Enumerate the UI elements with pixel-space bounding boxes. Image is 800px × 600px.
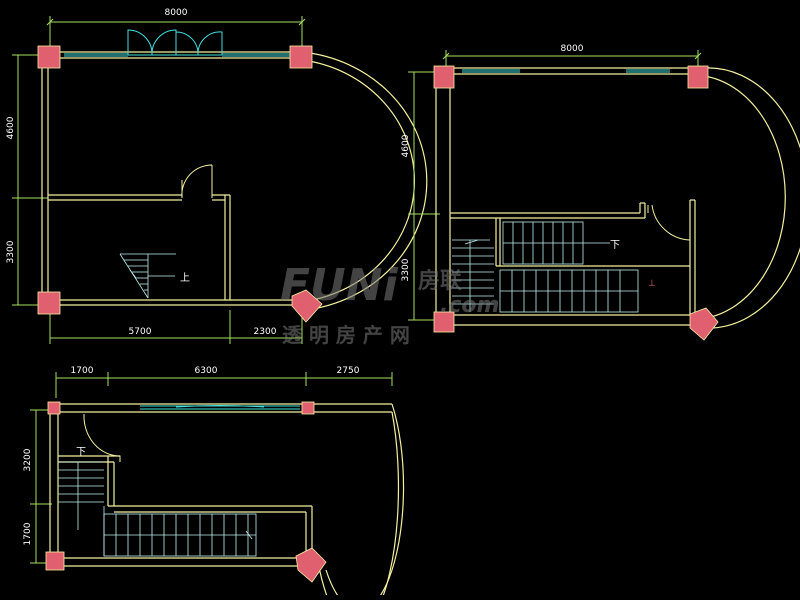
plan2-stair-label: 下 xyxy=(610,240,620,251)
plan3-windows xyxy=(140,405,300,410)
plan2-walls xyxy=(435,67,800,329)
plan-top-right: 8000 4600 3300 xyxy=(401,44,800,341)
watermark: FUNi 房联 .com 透 明 房 产 网 xyxy=(280,260,499,347)
plan3-dim-top-c: 2750 xyxy=(337,366,360,376)
plan-top-left: 8000 4600 3300 5700 2300 xyxy=(6,8,428,344)
plan3-walls xyxy=(49,403,405,600)
plan2-dim-left-lower: 3300 xyxy=(401,258,411,281)
column xyxy=(45,551,65,571)
column xyxy=(47,401,61,415)
plan2-stair-label-small: ⊥ xyxy=(648,279,656,289)
plan3-dim-left-upper: 3200 xyxy=(23,448,33,471)
plan1-dimension-lines xyxy=(12,16,306,344)
column xyxy=(289,45,313,69)
plan3-dimension-lines xyxy=(30,372,393,564)
plan1-dim-bottom-left: 5700 xyxy=(129,327,152,337)
plan3-columns xyxy=(45,401,327,583)
plan1-stair-label: 上 xyxy=(180,272,190,284)
watermark-slogan: 透 明 房 产 网 xyxy=(282,323,410,347)
plan2-columns xyxy=(433,65,719,341)
column xyxy=(291,289,323,323)
plan1-interior-door xyxy=(181,164,213,199)
plan3-stair-label: 下 xyxy=(76,447,86,458)
column xyxy=(433,65,455,89)
plan1-walls xyxy=(41,51,428,311)
plan2-interior-door xyxy=(647,204,691,241)
plan2-dim-top: 8000 xyxy=(561,44,584,54)
plan1-dim-left-lower: 3300 xyxy=(6,240,16,263)
plan1-dim-bottom-right: 2300 xyxy=(254,327,277,337)
plan2-windows xyxy=(462,69,670,73)
watermark-logo-cn: 房联 xyxy=(418,268,462,294)
plan3-interior-door xyxy=(83,413,121,462)
plan3-stairs xyxy=(58,461,257,557)
plan3-dim-top-b: 6300 xyxy=(195,366,218,376)
plan3-dim-left-lower: 1700 xyxy=(23,522,33,545)
plan1-dim-top: 8000 xyxy=(165,8,188,18)
column xyxy=(433,311,455,333)
watermark-domain: .com xyxy=(440,293,499,318)
column xyxy=(689,307,719,341)
plan1-dim-left-upper: 4600 xyxy=(6,116,16,139)
column xyxy=(687,65,709,89)
watermark-logo: FUNi xyxy=(280,260,399,311)
plan1-window-wall xyxy=(64,29,290,57)
plan1-columns xyxy=(37,45,323,323)
plan1-stair xyxy=(119,253,176,299)
column xyxy=(301,401,315,415)
column xyxy=(37,291,61,315)
column xyxy=(295,547,327,583)
plan2-stairs xyxy=(452,221,639,313)
plan-bottom: 1700 6300 2750 3200 1700 xyxy=(23,366,405,600)
plan3-dim-top-a: 1700 xyxy=(71,366,94,376)
plan2-dim-left-upper: 4600 xyxy=(401,134,411,157)
column xyxy=(37,45,61,69)
